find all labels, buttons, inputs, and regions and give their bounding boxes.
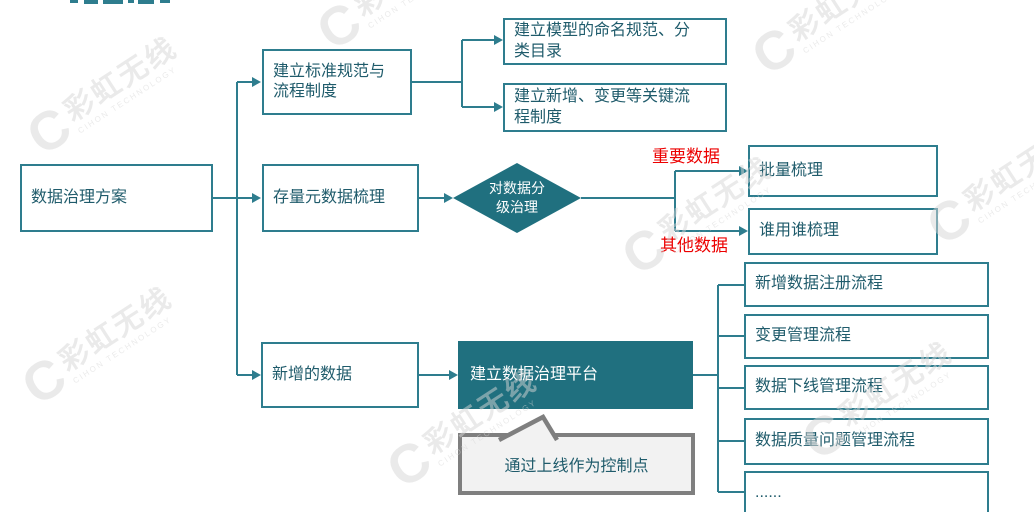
node-model-naming-catalog: 建立模型的命名规范、分 类目录 <box>503 18 727 65</box>
decision-label: 对数据分 级治理 <box>465 167 569 229</box>
node-new-data: 新增的数据 <box>261 342 419 408</box>
cropped-title-fragment <box>160 0 170 3</box>
node-label: 建立数据治理平台 <box>470 365 599 383</box>
flow-lines <box>213 39 744 493</box>
cropped-title-fragment <box>103 0 123 4</box>
node-label: 谁用谁梳理 <box>759 222 840 240</box>
node-existing-metadata-review: 存量元数据梳理 <box>262 164 419 232</box>
node-data-governance-plan: 数据治理方案 <box>20 164 213 232</box>
node-data-offline-management-process: 数据下线管理流程 <box>744 365 989 410</box>
node-label-line1: 建立标准规范与 <box>273 62 386 80</box>
node-label: 新增数据注册流程 <box>755 275 884 293</box>
condition-other-data: 其他数据 <box>660 236 728 255</box>
node-whoever-uses-reviews: 谁用谁梳理 <box>748 208 938 255</box>
node-new-data-registration-process: 新增数据注册流程 <box>744 262 989 307</box>
node-label-line2: 流程制度 <box>273 83 338 100</box>
arrowheads <box>252 35 748 380</box>
decision-diamond <box>453 163 581 233</box>
node-label-line2: 类目录 <box>514 42 563 60</box>
node-label-line1: 建立新增、变更等关键流 <box>514 88 691 106</box>
node-label: 批量梳理 <box>759 161 824 179</box>
decision-label-line1: 对数据分 <box>489 180 545 197</box>
cropped-title-fragment <box>138 0 154 4</box>
node-ellipsis-more-processes: ...... <box>744 471 989 512</box>
node-label: 数据下线管理流程 <box>755 378 884 396</box>
node-standards-and-processes: 建立标准规范与 流程制度 <box>262 49 412 115</box>
node-batch-review: 批量梳理 <box>748 145 938 197</box>
node-change-management-process: 变更管理流程 <box>744 314 989 359</box>
node-label-line2: 程制度 <box>514 108 563 126</box>
node-label: 数据质量问题管理流程 <box>755 432 916 450</box>
node-key-process-rules: 建立新增、变更等关键流 程制度 <box>503 83 727 132</box>
node-label: 变更管理流程 <box>755 327 852 345</box>
node-label: 数据治理方案 <box>31 188 128 206</box>
decision-label-line2: 级治理 <box>496 199 538 215</box>
cropped-title-fragment <box>70 0 78 3</box>
cropped-title-fragment <box>128 0 134 3</box>
callout-online-control-point: 通过上线作为控制点 <box>458 433 695 495</box>
node-label: 存量元数据梳理 <box>273 188 386 206</box>
condition-important-data: 重要数据 <box>652 147 720 166</box>
node-label: 新增的数据 <box>272 365 353 383</box>
node-label: ...... <box>755 484 782 502</box>
node-label-line1: 建立模型的命名规范、分 <box>514 22 691 40</box>
cropped-title-fragment <box>84 0 98 4</box>
node-data-quality-issue-process: 数据质量问题管理流程 <box>744 418 989 465</box>
callout-label: 通过上线作为控制点 <box>504 458 649 475</box>
node-governance-platform: 建立数据治理平台 <box>458 341 693 409</box>
